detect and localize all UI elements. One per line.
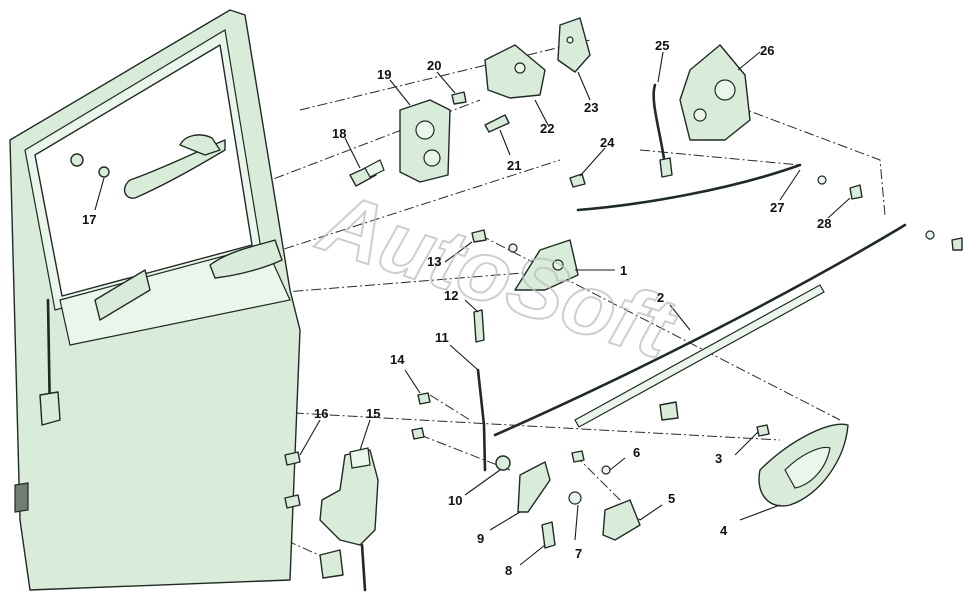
- part-12-bushing: [473, 309, 485, 343]
- outer-handle: [70, 134, 226, 199]
- door-panel: [9, 9, 301, 591]
- callout-18: 18: [332, 126, 346, 141]
- part-26-latch: [679, 44, 751, 141]
- part-3-screw: [756, 424, 770, 437]
- callout-27: 27: [770, 200, 784, 215]
- callout-22: 22: [540, 121, 554, 136]
- part-4-inner-handle: [758, 423, 849, 507]
- callout-23: 23: [584, 100, 598, 115]
- part-27-washer: [817, 175, 827, 185]
- callout-6: 6: [633, 445, 640, 460]
- part-20-screw: [451, 91, 467, 105]
- callout-24: 24: [600, 135, 615, 150]
- part-28-clip: [849, 184, 963, 251]
- callout-4: 4: [720, 523, 728, 538]
- door-handle-assembly: [39, 239, 283, 426]
- callout-1: 1: [620, 263, 627, 278]
- part-8-clip: [541, 521, 556, 549]
- part-9-lever: [517, 461, 551, 513]
- callout-9: 9: [477, 531, 484, 546]
- callout-3: 3: [715, 451, 722, 466]
- callout-2: 2: [657, 290, 664, 305]
- part-24-clip: [569, 163, 802, 212]
- callout-14: 14: [390, 352, 405, 367]
- callout-13: 13: [427, 254, 441, 269]
- callouts: 1 2 3 4 5 6 7 8 9 10 11 12 13 14 15 16 1…: [82, 38, 831, 578]
- callout-12: 12: [444, 288, 458, 303]
- part-5-bracket: [602, 499, 641, 541]
- part-2-rod: [493, 223, 907, 437]
- callout-17: 17: [82, 212, 96, 227]
- part-13-screw: [471, 229, 518, 253]
- callout-7: 7: [575, 546, 582, 561]
- callout-16: 16: [314, 406, 328, 421]
- callout-21: 21: [507, 158, 521, 173]
- guide-tube: [574, 284, 825, 428]
- part-14-screws: [411, 392, 431, 440]
- callout-25: 25: [655, 38, 669, 53]
- callout-8: 8: [505, 563, 512, 578]
- part-11-rod: [476, 368, 487, 472]
- callout-5: 5: [668, 491, 675, 506]
- callout-19: 19: [377, 67, 391, 82]
- part-23-plate: [557, 17, 591, 73]
- part-18-pin: [349, 159, 385, 187]
- callout-26: 26: [760, 43, 774, 58]
- leader-lines: [94, 51, 851, 566]
- part-7-washer: [568, 491, 582, 505]
- callout-11: 11: [435, 330, 449, 345]
- part-1-lever: [514, 239, 579, 291]
- callout-28: 28: [817, 216, 831, 231]
- part-10-pivot: [495, 455, 511, 471]
- part-19-housing: [399, 99, 451, 183]
- part-15-actuator: [319, 447, 379, 592]
- part-21-bolt: [484, 114, 510, 133]
- callout-20: 20: [427, 58, 441, 73]
- callout-15: 15: [366, 406, 380, 421]
- part-25-cable: [652, 83, 673, 178]
- callout-10: 10: [448, 493, 462, 508]
- part-22-bracket: [484, 44, 546, 99]
- part-16-screws: [284, 451, 301, 509]
